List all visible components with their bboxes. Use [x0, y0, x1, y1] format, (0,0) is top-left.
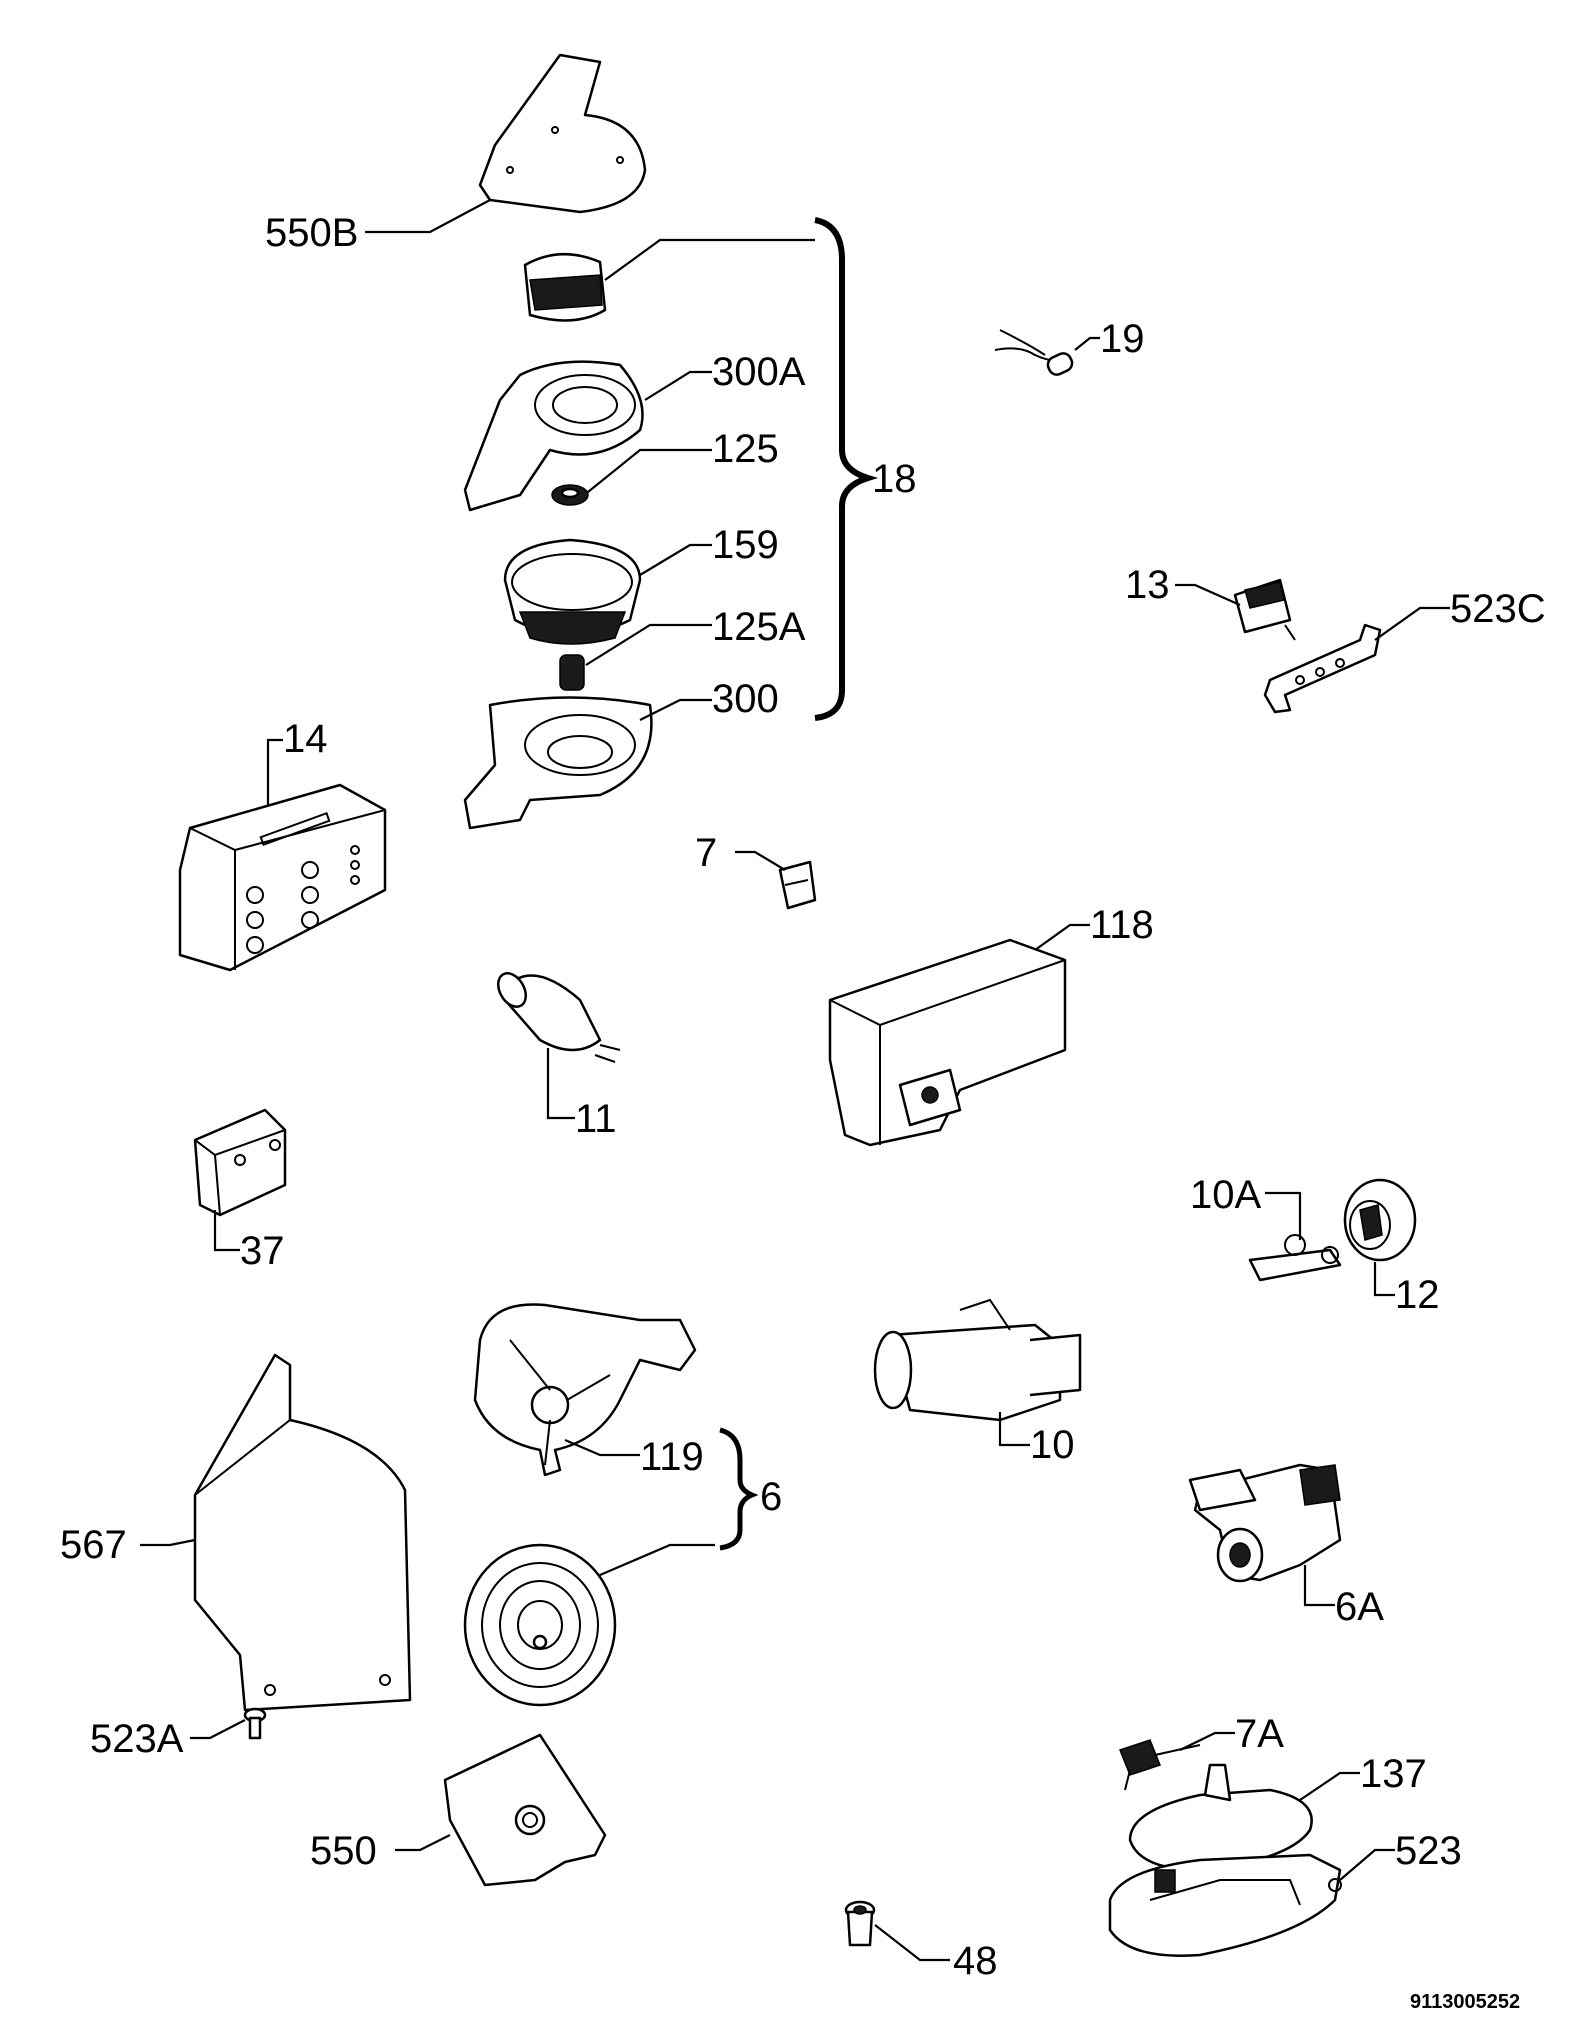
document-number: 9113005252: [1410, 1991, 1520, 2013]
leader-125a: [585, 623, 712, 666]
leader-159: [639, 543, 712, 576]
leader-523a: [190, 1719, 246, 1740]
leader-119: [564, 1438, 640, 1457]
brace-6: [719, 1427, 759, 1551]
label-567: 567: [60, 1523, 127, 1567]
part-159-impeller: [503, 538, 642, 645]
label-159: 159: [712, 523, 779, 567]
part-12-knob: [1343, 1178, 1417, 1262]
leader-523: [1339, 1848, 1395, 1881]
leader-550: [395, 1834, 451, 1852]
part-523a-screw: [243, 1707, 267, 1740]
part-125a-spring: [559, 654, 585, 691]
leader-125: [587, 448, 712, 493]
part-7-clip: [778, 860, 817, 910]
leader-fan-motor: [604, 238, 815, 281]
label-10: 10: [1030, 1423, 1075, 1467]
part-137-float: [1128, 1763, 1313, 1872]
part-37-filter: [193, 1108, 287, 1217]
part-11-capacitor: [497, 972, 621, 1063]
label-523c: 523C: [1450, 587, 1546, 631]
leader-37: [213, 1210, 240, 1252]
part-300a-upper-housing: [463, 360, 644, 512]
part-19-sensor: [994, 329, 1074, 376]
leader-137: [1299, 1771, 1360, 1801]
leader-7: [735, 850, 786, 871]
leader-300a: [644, 370, 712, 401]
leader-6: [599, 1543, 715, 1577]
label-7: 7: [695, 831, 717, 875]
part-300-lower-housing: [463, 696, 653, 830]
label-300: 300: [712, 677, 779, 721]
leader-550b: [365, 199, 491, 234]
part-119-pump-housing: [473, 1303, 697, 1477]
label-18: 18: [872, 457, 917, 501]
leader-14: [266, 738, 283, 805]
part-14-control-module: [178, 783, 387, 972]
label-11: 11: [575, 1097, 617, 1141]
label-550b: 550B: [265, 211, 358, 255]
label-6: 6: [760, 1475, 782, 1519]
label-14: 14: [283, 717, 328, 761]
leader-6a: [1303, 1565, 1335, 1607]
label-118: 118: [1090, 903, 1154, 947]
label-125a: 125A: [712, 605, 806, 649]
part-7a-float-switch: [1119, 1739, 1201, 1791]
leader-7a: [1179, 1731, 1235, 1751]
leader-300: [639, 698, 712, 721]
part-6-pump-cover: [463, 1543, 617, 1707]
leader-118: [1034, 923, 1090, 951]
leader-19: [1074, 336, 1100, 351]
leader-523c: [1374, 606, 1450, 641]
leader-12: [1373, 1262, 1395, 1297]
leader-48: [874, 1924, 950, 1962]
label-7a: 7A: [1235, 1712, 1284, 1756]
part-550-lower-cover: [443, 1733, 607, 1887]
part-6a-drain-pump: [1188, 1463, 1342, 1583]
part-523-sump-tray: [1108, 1853, 1342, 1957]
leader-11: [546, 1048, 575, 1120]
label-523: 523: [1395, 1829, 1462, 1873]
label-6a: 6A: [1335, 1585, 1384, 1629]
part-10a-contact: [1248, 1234, 1342, 1282]
leader-10a: [1265, 1191, 1302, 1240]
part-48-grommet: [844, 1900, 876, 1947]
label-37: 37: [240, 1229, 285, 1273]
part-125-bearing: [551, 484, 589, 506]
label-119: 119: [640, 1435, 704, 1479]
part-10-valve: [873, 1298, 1082, 1422]
label-19: 19: [1100, 317, 1145, 361]
part-13-switch: [1233, 578, 1296, 641]
part-118-dispenser: [828, 938, 1067, 1147]
label-523a: 523A: [90, 1717, 184, 1761]
label-550: 550: [310, 1829, 377, 1873]
part-523c-bracket: [1263, 623, 1382, 714]
label-48: 48: [953, 1939, 998, 1983]
label-13: 13: [1125, 563, 1170, 607]
label-125: 125: [712, 427, 779, 471]
part-550b-cover: [478, 53, 647, 214]
leader-13: [1175, 583, 1241, 607]
brace-18: [814, 217, 879, 721]
part-fan-motor: [523, 252, 607, 322]
label-10a: 10A: [1190, 1173, 1261, 1217]
label-137: 137: [1360, 1752, 1427, 1796]
leader-10: [998, 1412, 1030, 1447]
label-300a: 300A: [712, 350, 806, 394]
leader-567: [140, 1538, 196, 1547]
part-567-duct-cover: [193, 1353, 412, 1712]
label-12: 12: [1395, 1273, 1440, 1317]
